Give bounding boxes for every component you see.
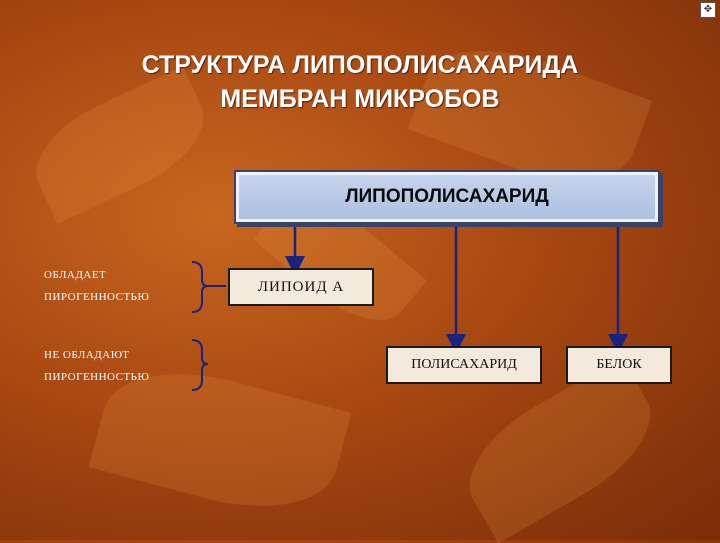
- pyrogenic-label: ОБЛАДАЕТ ПИРОГЕННОСТЬЮ: [44, 264, 149, 308]
- pyrogenic-line-2: ПИРОГЕННОСТЬЮ: [44, 291, 150, 303]
- nonpyrogenic-label: НЕ ОБЛАДАЮТ ПИРОГЕННОСТЬЮ: [44, 344, 149, 388]
- lipoid-a-box: ЛИПОИД А: [228, 268, 374, 306]
- nonpyrogenic-line-2: ПИРОГЕННОСТЬЮ: [44, 371, 150, 383]
- nonpyrogenic-line-1: НЕ ОБЛАДАЮТ: [44, 349, 130, 361]
- slide-title: СТРУКТУРА ЛИПОПОЛИСАХАРИДА МЕМБРАН МИКРО…: [60, 48, 660, 116]
- title-line-2: МЕМБРАН МИКРОБОВ: [220, 85, 500, 113]
- lipopolysaccharide-box: ЛИПОПОЛИСАХАРИД: [236, 172, 658, 222]
- protein-box: БЕЛОК: [566, 346, 672, 384]
- brace-pyrogenic: [191, 261, 209, 313]
- slide-navigation-icon[interactable]: ✥: [700, 2, 716, 18]
- pyrogenic-line-1: ОБЛАДАЕТ: [44, 269, 107, 281]
- polysaccharide-box: ПОЛИСАХАРИД: [386, 346, 542, 384]
- brace-nonpyrogenic: [191, 339, 209, 391]
- title-line-1: СТРУКТУРА ЛИПОПОЛИСАХАРИДА: [141, 51, 579, 79]
